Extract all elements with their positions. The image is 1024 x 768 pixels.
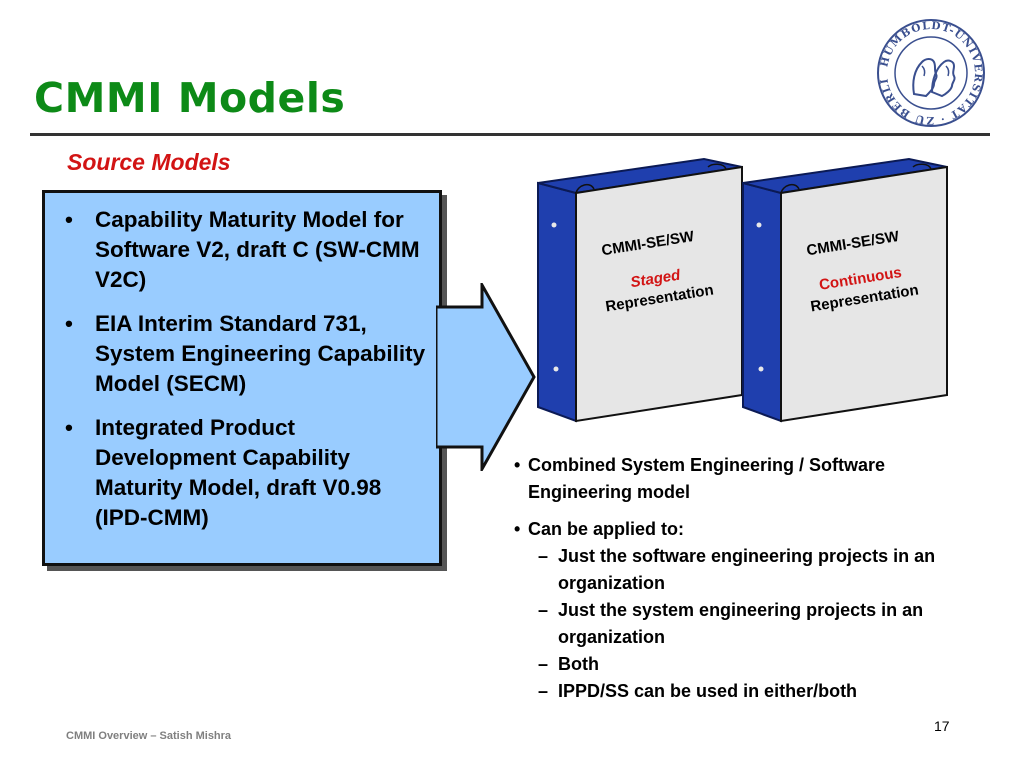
bullet-mark: • — [514, 455, 521, 475]
source-model-text: Integrated Product Development Capabilit… — [95, 415, 382, 530]
title-divider — [30, 133, 990, 136]
binder-continuous: CMMI-SE/SW Continuous Representation — [742, 157, 948, 423]
subitem-text: Just the system engineering projects in … — [558, 600, 924, 647]
source-models-list: • Capability Maturity Model for Software… — [45, 193, 439, 533]
applied-sublist: – Just the software engineering projects… — [510, 543, 980, 705]
page-number: 17 — [934, 718, 950, 734]
binder-staged: CMMI-SE/SW Staged Representation — [537, 157, 743, 423]
source-model-text: EIA Interim Standard 731, System Enginee… — [95, 311, 426, 396]
subitem-text: Just the software engineering projects i… — [558, 546, 936, 593]
feature-text: Combined System Engineering / Software E… — [528, 455, 886, 502]
bullet-mark: • — [65, 415, 73, 440]
list-item: • Capability Maturity Model for Software… — [63, 205, 431, 295]
subitem-text: IPPD/SS can be used in either/both — [558, 681, 858, 701]
dash-mark: – — [538, 546, 549, 566]
slide-footer: CMMI Overview – Satish Mishra — [66, 730, 232, 742]
source-model-text: Capability Maturity Model for Software V… — [95, 207, 420, 292]
list-item: – Just the system engineering projects i… — [510, 597, 980, 651]
university-seal-logo: HUMBOLDT-UNIVERSITÄT · ZU BERLIN · — [876, 18, 985, 127]
list-item: • EIA Interim Standard 731, System Engin… — [63, 309, 431, 399]
list-item: • Integrated Product Development Capabil… — [63, 413, 431, 533]
source-models-box: • Capability Maturity Model for Software… — [42, 190, 442, 566]
feature-list: • Combined System Engineering / Software… — [510, 452, 980, 705]
bullet-mark: • — [65, 311, 73, 336]
subitem-text: Both — [558, 654, 599, 674]
slide-title: CMMI Models — [34, 74, 346, 122]
right-arrow-icon — [436, 283, 536, 471]
list-item: – IPPD/SS can be used in either/both — [510, 678, 980, 705]
list-item: – Both — [510, 651, 980, 678]
section-subtitle: Source Models — [67, 149, 231, 175]
list-item: • Combined System Engineering / Software… — [510, 452, 980, 506]
bullet-mark: • — [514, 519, 521, 539]
dash-mark: – — [538, 654, 549, 674]
feature-text: Can be applied to: — [528, 519, 685, 539]
list-item: – Just the software engineering projects… — [510, 543, 980, 597]
dash-mark: – — [538, 681, 549, 701]
list-item: • Can be applied to: — [510, 516, 980, 543]
bullet-mark: • — [65, 207, 73, 232]
dash-mark: – — [538, 600, 549, 620]
